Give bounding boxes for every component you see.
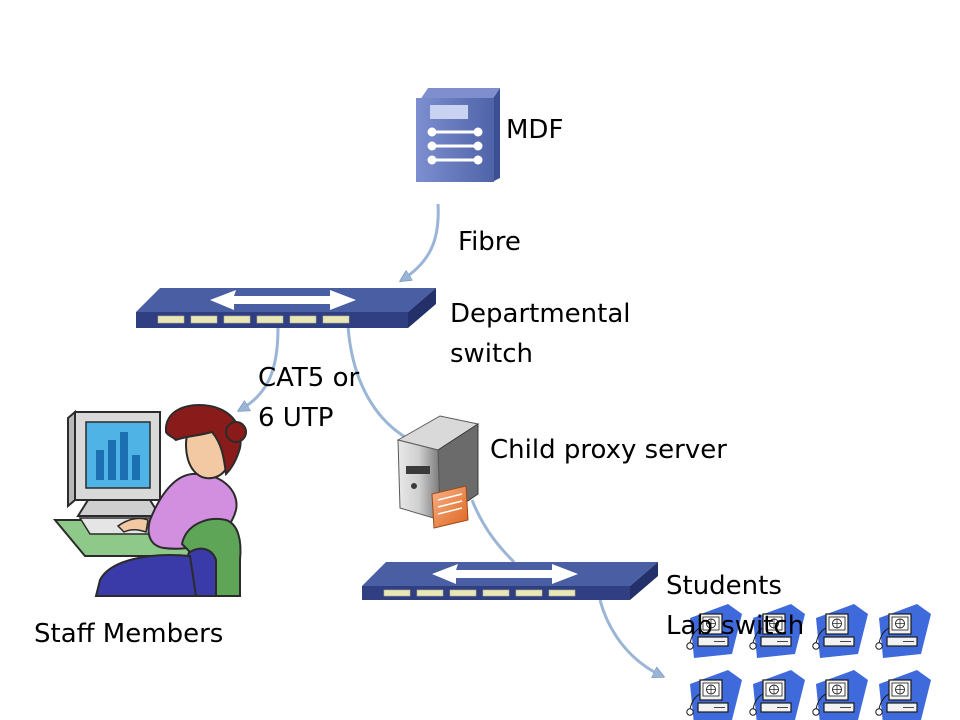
lab-workstation-icon xyxy=(875,604,931,658)
cat-cable-label: CAT5 or 6 UTP xyxy=(258,363,360,433)
lab-workstation-icon xyxy=(749,670,805,720)
lab-workstation-icon xyxy=(686,604,742,658)
students-lab-switch-icon xyxy=(362,562,658,600)
proxy-server-icon xyxy=(396,415,480,529)
lab-workstations xyxy=(686,604,931,720)
staff-member-icon xyxy=(52,404,247,597)
lab-workstation-icon xyxy=(812,670,868,720)
proxy-to-lab-switch-link xyxy=(470,499,516,564)
students-lab-switch-label: Students Lab switch xyxy=(666,571,805,641)
fibre-label: Fibre xyxy=(458,227,521,257)
lab-workstation-icon xyxy=(812,604,868,658)
cat-cable-arrow xyxy=(240,327,280,410)
lab-switch-to-workstations-arrow xyxy=(598,599,662,676)
lab-workstation-icon xyxy=(686,670,742,720)
departmental-switch-icon xyxy=(136,288,436,328)
mdf-label: MDF xyxy=(506,115,564,145)
lab-workstation-icon xyxy=(749,604,805,658)
departmental-switch-label: Departmental switch xyxy=(450,299,631,369)
fibre-arrow xyxy=(402,203,440,280)
lab-workstation-icon xyxy=(875,670,931,720)
switch-to-proxy-link xyxy=(346,325,411,442)
child-proxy-label: Child proxy server xyxy=(490,435,727,465)
staff-members-label: Staff Members xyxy=(34,619,224,649)
mdf-rack-icon xyxy=(416,88,500,182)
connections xyxy=(240,203,662,676)
